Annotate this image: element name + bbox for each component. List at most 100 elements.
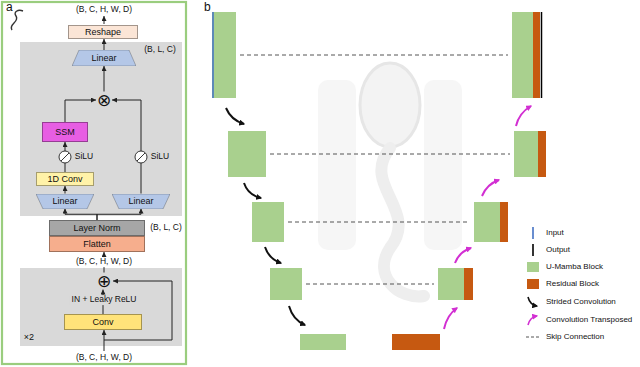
legend-sample [526, 330, 540, 344]
legend-text: Output [546, 246, 570, 255]
conv-box: Conv [64, 314, 142, 330]
legend-sample [526, 295, 540, 309]
skip-connection [306, 284, 434, 285]
flow-arrow [65, 186, 66, 194]
strided-conv-arrow [244, 183, 261, 198]
panel-letter: b [204, 1, 211, 15]
residual-block [500, 202, 508, 242]
flow-arrow [104, 39, 105, 50]
linear-layer: Linear [112, 194, 170, 209]
residual-block [533, 12, 540, 98]
flow-arrow [65, 100, 96, 122]
u-mamba-block [512, 12, 533, 98]
output-arrow [104, 16, 105, 24]
legend-row: Convolution Transposed [526, 313, 632, 327]
box-label: Linear [91, 53, 116, 63]
linear-layer: Linear [36, 194, 94, 209]
box-label: Conv [92, 317, 113, 327]
legend-sample [526, 260, 540, 274]
operator-symbol: ⊕ [97, 273, 111, 290]
box-label: Linear [52, 196, 77, 206]
legend-text: Residual Block [546, 280, 599, 289]
box-label: Layer Norm [73, 223, 120, 233]
residual-block [538, 131, 546, 177]
legend-row: Skip Connection [526, 330, 604, 344]
flow-arrow [104, 66, 105, 92]
transposed-conv-arrow [482, 180, 499, 196]
legend-swatch [527, 279, 539, 289]
silu-symbol [59, 151, 71, 163]
legend-row: Output [526, 243, 570, 257]
panel-frame [2, 2, 186, 364]
legend-text: Strided Convolution [546, 298, 616, 307]
skip-connection [270, 154, 510, 155]
flow-arrow [65, 209, 97, 221]
u-mamba-block [270, 268, 302, 300]
legend-text: Convolution Transposed [546, 316, 632, 325]
operator-symbol: ⊗ [97, 92, 111, 109]
legend-text: Skip Connection [546, 333, 604, 342]
legend-dash [526, 337, 540, 338]
ssm-box: SSM [42, 122, 88, 142]
transposed-conv-arrow [516, 106, 531, 126]
snake-icon [11, 10, 23, 30]
reshape-box: Reshape [68, 25, 138, 39]
edge-label: IN + Leaky ReLU [70, 295, 139, 305]
add-operator: ⊕ [96, 273, 112, 290]
edge-label: (B, C, H, W, D) [74, 257, 134, 267]
legend-text: Input [546, 229, 564, 238]
box-label: SSM [55, 127, 75, 137]
silu-symbol [135, 151, 147, 163]
legend-sample [526, 313, 540, 327]
layer-norm-box: Layer Norm [49, 220, 145, 236]
watermark-hood [360, 63, 420, 147]
residual-block [464, 268, 473, 300]
activation-label: SiLU [151, 152, 169, 162]
legend-line [532, 227, 534, 239]
flow-arrow [97, 209, 141, 221]
box-label: 1D Conv [47, 174, 82, 184]
strided-conv-arrow [265, 247, 281, 263]
legend-swatch [527, 262, 539, 272]
u-mamba-block [438, 268, 464, 300]
u-mamba-block [474, 202, 500, 242]
u-mamba-block [514, 131, 538, 177]
watermark-panel [318, 80, 356, 250]
u-mamba-block [300, 334, 346, 350]
conv1d-box: 1D Conv [36, 172, 94, 186]
tensor-shape: (B, C, H, W, D) [76, 353, 132, 363]
panel-letter: a [6, 1, 13, 15]
tensor-shape: (B, L, C) [150, 223, 182, 233]
strided-conv-arrow [289, 306, 305, 325]
box-label: Linear [128, 196, 153, 206]
skip-connection [288, 222, 470, 223]
tensor-shape: (B, C, H, W, D) [76, 5, 132, 15]
box-label: Reshape [85, 27, 121, 37]
residual-line [104, 281, 172, 340]
u-mamba-block [212, 12, 236, 98]
edge-label: (B, L, C) [142, 45, 178, 55]
legend-row: Residual Block [526, 277, 599, 291]
legend-row: U-Mamba Block [526, 260, 603, 274]
linear-layer: Linear [72, 50, 136, 66]
multiply-operator: ⊗ [96, 92, 112, 109]
input-line [212, 12, 214, 98]
mamba-block-panel [20, 42, 182, 216]
watermark-panel [424, 80, 462, 250]
legend-row: Strided Convolution [526, 295, 616, 309]
strided-conv-arrow [226, 108, 244, 124]
snake-watermark [318, 63, 462, 296]
legend-sample [526, 226, 540, 240]
skip-connection [240, 55, 508, 56]
output-line [541, 12, 543, 98]
legend-text: U-Mamba Block [546, 263, 603, 272]
legend-arrow [528, 316, 537, 325]
legend-sample [526, 277, 540, 291]
residual-block [392, 334, 440, 350]
legend-arrow [528, 297, 537, 306]
transposed-conv-arrow [444, 308, 457, 329]
u-mamba-block [228, 131, 266, 177]
legend-line [532, 244, 534, 256]
repeat-count: ×2 [24, 332, 34, 342]
residual-block-panel [20, 268, 182, 346]
